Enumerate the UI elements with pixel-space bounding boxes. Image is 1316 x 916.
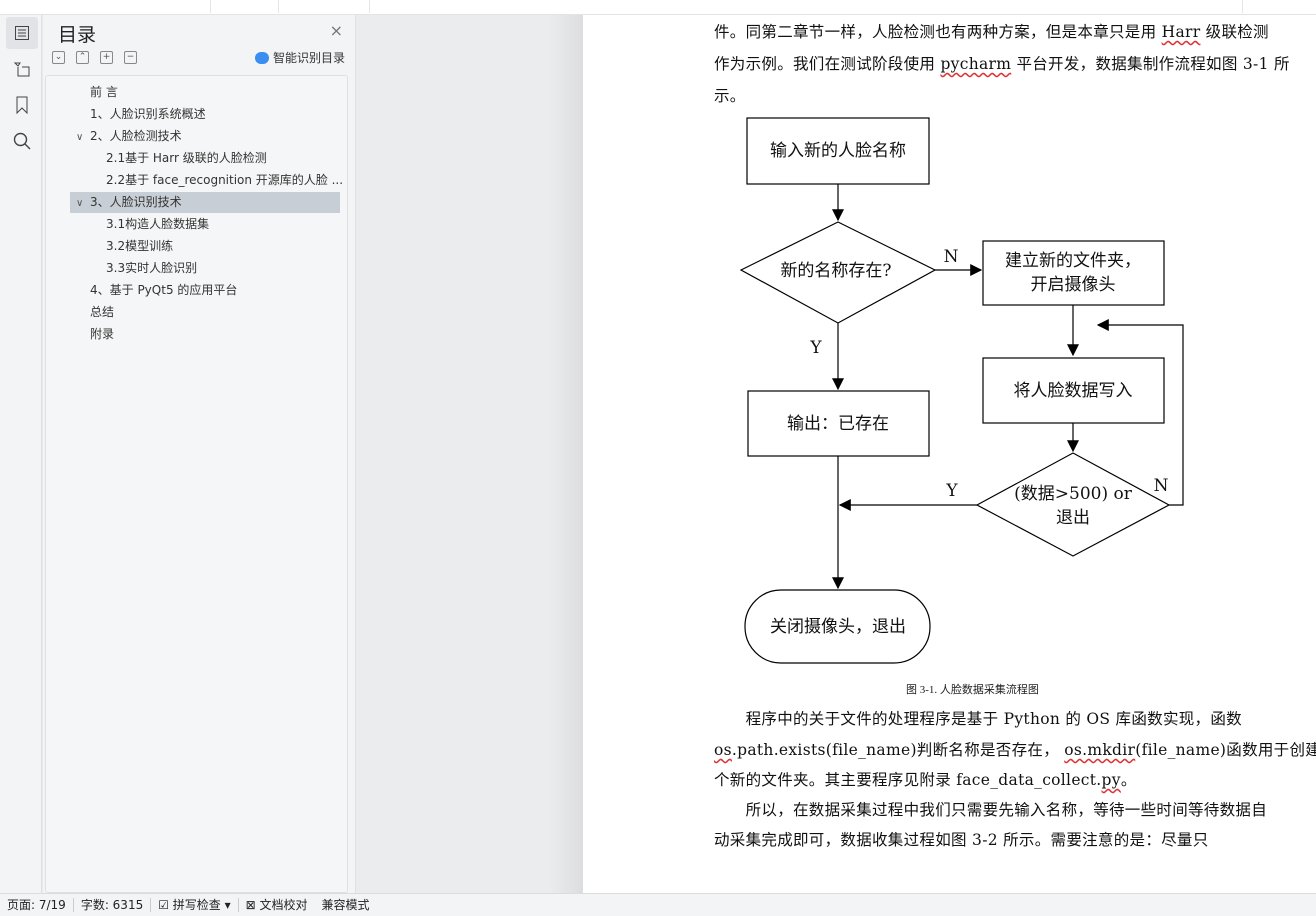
doc-paragraph-line: 个新的文件夹。其主要程序见附录 face_data_collect.py。 bbox=[714, 771, 1137, 789]
toc-item-label: 3.3实时人脸识别 bbox=[106, 261, 198, 275]
chevron-down-icon[interactable]: ∨ bbox=[76, 132, 84, 143]
collapse-all-button[interactable]: − bbox=[124, 51, 137, 64]
proofread-button[interactable]: ⊠ 文档校对 bbox=[245, 898, 308, 912]
toc-item[interactable]: 3.2模型训练 bbox=[106, 236, 173, 257]
flow-label-n: N bbox=[944, 247, 959, 267]
flow-label-n: N bbox=[1154, 476, 1169, 496]
word-count[interactable]: 字数: 6315 bbox=[74, 898, 152, 912]
flow-arrow bbox=[1096, 319, 1184, 506]
toc-item-label: 4、基于 PyQt5 的应用平台 bbox=[90, 283, 238, 297]
toc-item-label: 2、人脸检测技术 bbox=[90, 129, 182, 143]
toc-item[interactable]: 4、基于 PyQt5 的应用平台 bbox=[90, 280, 237, 301]
toc-item-label: 3、人脸识别技术 bbox=[90, 195, 182, 209]
page-margin-area bbox=[356, 15, 583, 893]
doc-paragraph-line: 动采集完成即可，数据收集过程如图 3-2 所示。需要注意的是：尽量只 bbox=[714, 831, 1209, 849]
flow-cond1-text: 新的名称存在? bbox=[780, 261, 891, 281]
toc-item-label: 总结 bbox=[90, 305, 115, 319]
flow-start-text: 输入新的人脸名称 bbox=[770, 141, 906, 161]
flow-decision-count bbox=[975, 452, 1171, 557]
spell-check-button[interactable]: ☑ 拼写检查 ▾ bbox=[151, 898, 239, 912]
doc-paragraph-line: 程序中的关于文件的处理程序是基于 Python 的 OS 库函数实现，函数 bbox=[714, 710, 1242, 728]
toc-item[interactable]: 附录 bbox=[90, 324, 114, 345]
navigation-icon[interactable] bbox=[6, 53, 38, 85]
toolbar-strip bbox=[0, 0, 1316, 15]
toc-item[interactable]: 前 言 bbox=[90, 82, 118, 103]
flow-cond2-text: 退出 bbox=[1056, 508, 1090, 528]
toc-item-label: 3.2模型训练 bbox=[106, 239, 174, 253]
collapse-up-button[interactable]: ⌃ bbox=[76, 51, 89, 64]
doc-paragraph-line: 示。 bbox=[714, 87, 746, 105]
toc-item-label: 2.1基于 Harr 级联的人脸检测 bbox=[106, 151, 267, 165]
side-icon-bar bbox=[0, 15, 42, 893]
toc-item-label: 前 言 bbox=[90, 85, 118, 99]
document-page bbox=[583, 15, 1316, 893]
flow-write-text: 将人脸数据写入 bbox=[1014, 381, 1133, 401]
doc-paragraph-line: 作为示例。我们在测试阶段使用 pycharm 平台开发，数据集制作流程如图 3-… bbox=[714, 55, 1290, 73]
flow-label-y: Y bbox=[809, 338, 822, 358]
toc-item-label: 附录 bbox=[90, 327, 115, 341]
figure-caption: 图 3-1. 人脸数据采集流程图 bbox=[906, 684, 1039, 696]
smart-toc-label: 智能识别目录 bbox=[272, 51, 345, 65]
search-icon[interactable] bbox=[6, 125, 38, 157]
chevron-down-icon[interactable]: ∨ bbox=[76, 198, 84, 209]
toc-item[interactable]: 3.3实时人脸识别 bbox=[106, 258, 197, 279]
flow-end-text: 关闭摄像头，退出 bbox=[770, 617, 906, 637]
toc-panel: 目录 × ⌄ ⌃ + − 智能识别目录 前 言 1、人脸识别系统概述 ∨ 2、人脸检测… bbox=[43, 15, 356, 893]
toc-item[interactable]: 3.1构造人脸数据集 bbox=[106, 214, 209, 235]
expand-all-button[interactable]: + bbox=[100, 51, 113, 64]
collapse-down-button[interactable]: ⌄ bbox=[52, 51, 65, 64]
toc-item-label: 1、人脸识别系统概述 bbox=[90, 107, 206, 121]
compat-mode[interactable]: 兼容模式 bbox=[321, 898, 370, 912]
smart-icon bbox=[254, 51, 269, 64]
doc-paragraph-line: 所以，在数据采集过程中我们只需要先输入名称，等待一些时间等待数据自 bbox=[714, 801, 1268, 819]
toc-item[interactable]: 总结 bbox=[90, 302, 114, 323]
page-count[interactable]: 页面: 7/19 bbox=[0, 898, 74, 912]
toc-title: 目录 bbox=[58, 24, 97, 46]
toc-item[interactable]: 1、人脸识别系统概述 bbox=[90, 104, 206, 125]
toc-item[interactable]: 2.1基于 Harr 级联的人脸检测 bbox=[106, 148, 267, 169]
toc-item-label: 2.2基于 face_recognition 开源库的人脸 ... bbox=[106, 173, 344, 187]
toc-item[interactable]: ∨ 3、人脸识别技术 bbox=[70, 192, 340, 213]
toc-list: 前 言 1、人脸识别系统概述 ∨ 2、人脸检测技术 2.1基于 Harr 级联的人脸检测… bbox=[45, 75, 348, 893]
status-bar: 页面: 7/19 字数: 6315 ☑ 拼写检查 ▾ ⊠ 文档校对 兼容模式 bbox=[0, 893, 1316, 916]
toc-item-label: 3.1构造人脸数据集 bbox=[106, 217, 210, 231]
toc-icon[interactable] bbox=[6, 17, 38, 49]
flow-end-box bbox=[744, 589, 931, 664]
flow-mkdir-text: 开启摄像头 bbox=[1031, 275, 1116, 295]
flow-exists-text: 输出：已存在 bbox=[787, 414, 889, 434]
doc-paragraph-line: 件。同第二章节一样，人脸检测也有两种方案，但是本章只是用 Harr 级联检测 bbox=[714, 23, 1269, 41]
bookmark-icon[interactable] bbox=[6, 89, 38, 121]
close-icon[interactable]: × bbox=[329, 21, 343, 40]
toc-item[interactable]: 2.2基于 face_recognition 开源库的人脸 ... bbox=[106, 170, 343, 191]
doc-paragraph-line: os.path.exists(file_name)判断名称是否存在， os.mk… bbox=[714, 741, 1316, 759]
flow-mkdir-text: 建立新的文件夹， bbox=[1005, 251, 1141, 271]
flow-cond2-text: (数据>500) or bbox=[1014, 484, 1133, 504]
flow-label-y: Y bbox=[945, 481, 958, 501]
toc-item[interactable]: ∨ 2、人脸检测技术 bbox=[76, 126, 182, 147]
smart-toc-button[interactable]: 智能识别目录 bbox=[254, 49, 345, 66]
